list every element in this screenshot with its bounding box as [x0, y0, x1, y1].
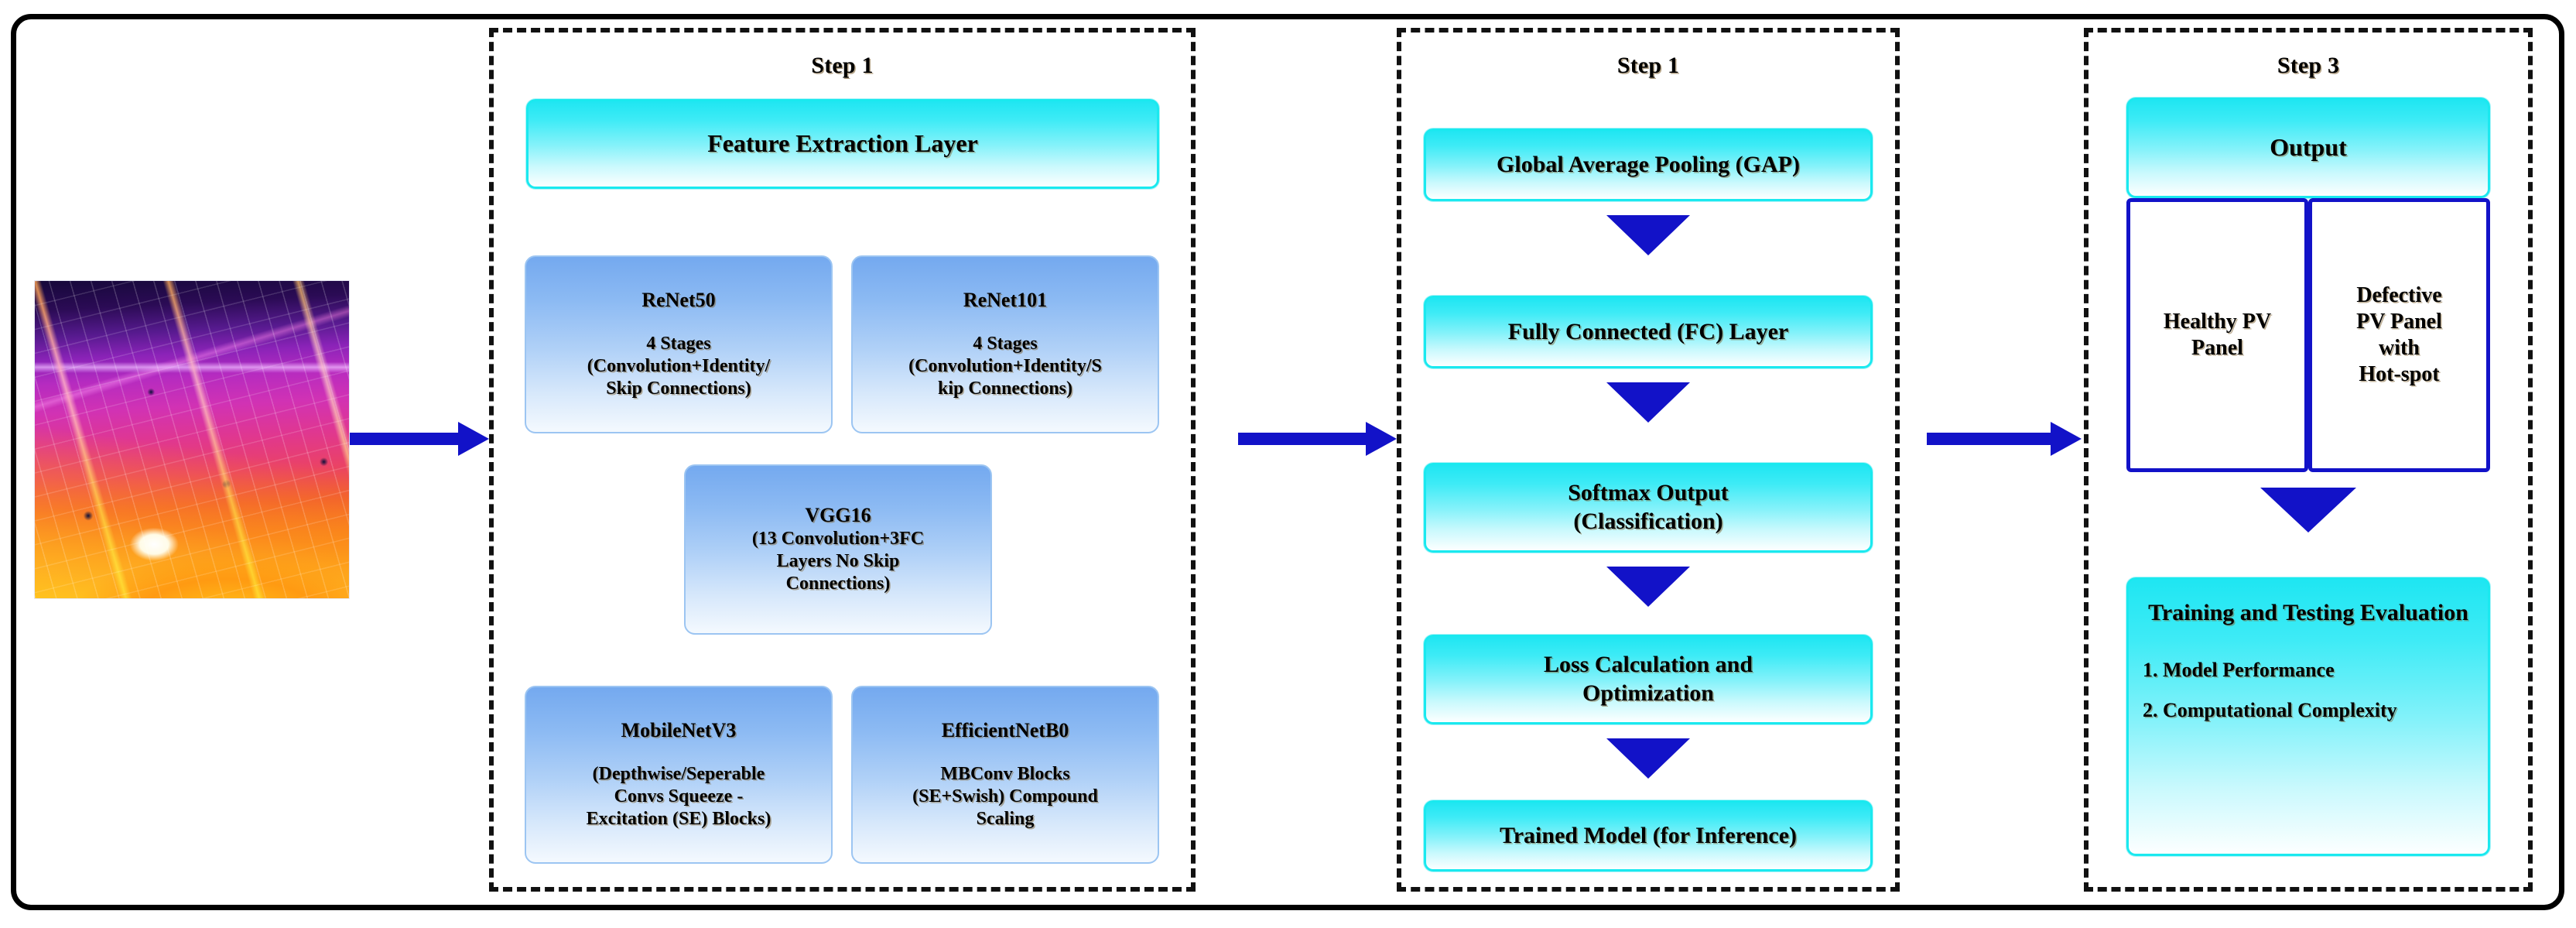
arrow-step2-to-step3 — [1927, 422, 2082, 456]
evaluation-item-2: 2. Computational Complexity — [2143, 698, 2397, 721]
arrow-step1-to-step2 — [1238, 422, 1397, 456]
arrow-softmax-to-loss — [1606, 567, 1690, 607]
arrow-output-to-evaluation — [2260, 488, 2356, 532]
node-feature-extraction-layer: Feature Extraction Layer — [526, 99, 1159, 189]
step-1-title: Step 1 — [811, 53, 874, 78]
node-defective-pv-panel: Defective PV Panel with Hot-spot — [2308, 198, 2490, 472]
step-3-title: Step 3 — [2277, 53, 2340, 78]
outer-frame — [11, 14, 2564, 910]
node-softmax-output: Softmax Output (Classification) — [1424, 463, 1873, 553]
node-output: Output — [2126, 98, 2490, 198]
node-training-testing-evaluation: Training and Testing Evaluation 1. Model… — [2126, 577, 2490, 856]
evaluation-list: 1. Model Performance 2. Computational Co… — [2143, 659, 2474, 722]
arrow-gap-to-fc — [1606, 215, 1690, 255]
node-renet50: ReNet50 4 Stages (Convolution+Identity/ … — [525, 255, 833, 433]
node-loss-calculation: Loss Calculation and Optimization — [1424, 635, 1873, 724]
node-global-average-pooling: Global Average Pooling (GAP) — [1424, 128, 1873, 201]
step-2-title: Step 1 — [1616, 53, 1680, 78]
node-trained-model: Trained Model (for Inference) — [1424, 800, 1873, 871]
arrow-fc-to-softmax — [1606, 382, 1690, 423]
node-renet101: ReNet101 4 Stages (Convolution+Identity/… — [851, 255, 1159, 433]
arrow-input-to-step1 — [350, 422, 489, 456]
node-vgg16: VGG16 (13 Convolution+3FC Layers No Skip… — [684, 464, 992, 635]
thermal-image-panel-rails — [35, 281, 349, 598]
evaluation-item-1: 1. Model Performance — [2143, 658, 2335, 681]
arrow-loss-to-trained-model — [1606, 738, 1690, 779]
evaluation-heading: Training and Testing Evaluation — [2148, 600, 2468, 625]
node-healthy-pv-panel: Healthy PV Panel — [2126, 198, 2308, 472]
input-thermal-image — [34, 280, 350, 599]
node-efficientnetb0: EfficientNetB0 MBConv Blocks (SE+Swish) … — [851, 686, 1159, 864]
node-fully-connected-layer: Fully Connected (FC) Layer — [1424, 296, 1873, 368]
node-mobilenetv3: MobileNetV3 (Depthwise/Seperable Convs S… — [525, 686, 833, 864]
